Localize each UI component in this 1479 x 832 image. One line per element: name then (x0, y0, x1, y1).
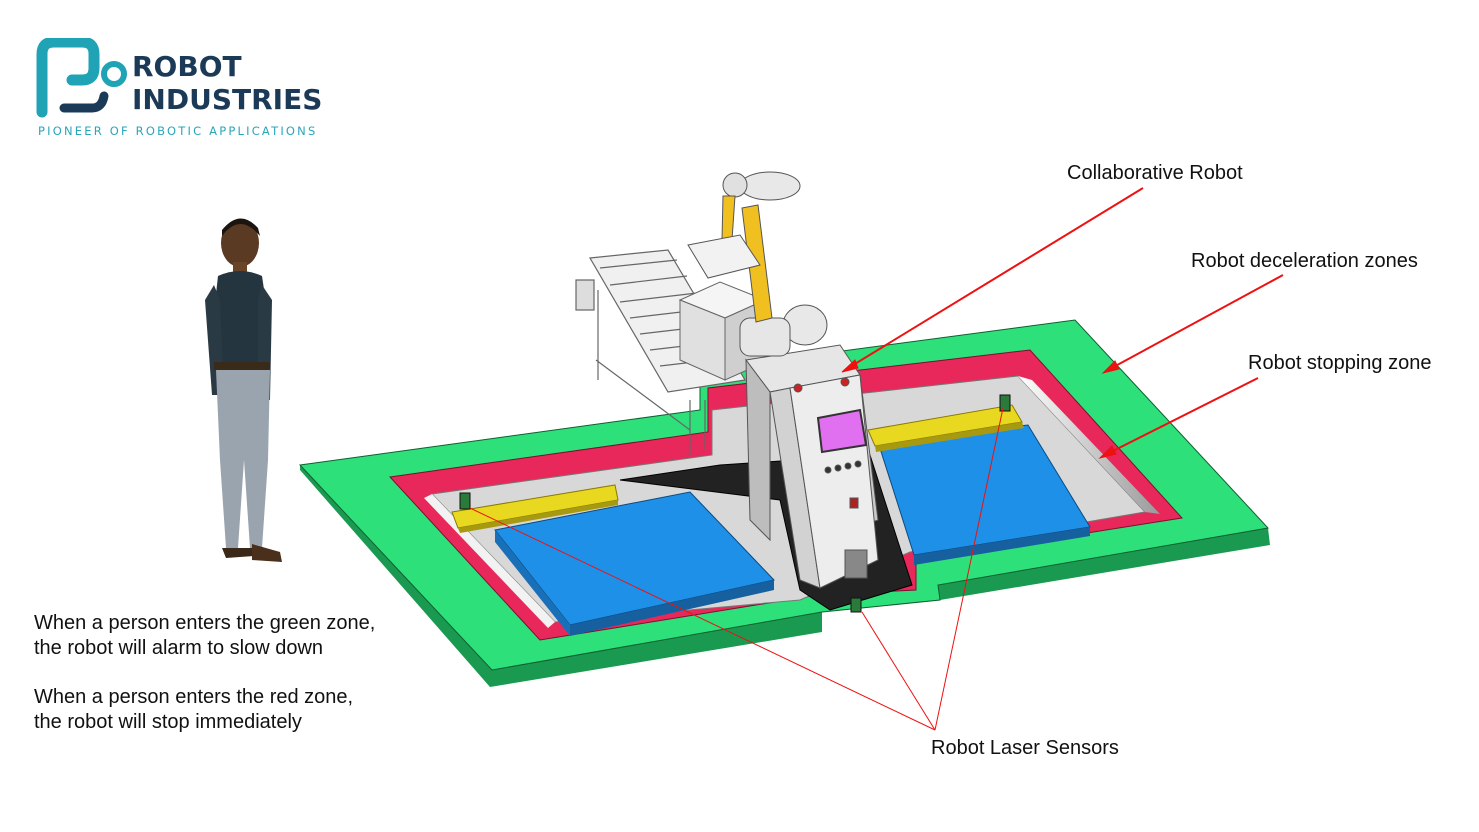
logo-line2: INDUSTRIES (132, 83, 323, 116)
laser-sensor-left (459, 492, 471, 510)
collaborative-robot-arm (687, 171, 828, 357)
label-deceleration-zones: Robot deceleration zones (1191, 250, 1418, 272)
logo-line1: ROBOT (132, 50, 242, 83)
person-figure (205, 218, 282, 562)
label-collaborative-robot: Collaborative Robot (1067, 162, 1243, 184)
note-red-zone: When a person enters the red zone, the r… (34, 685, 454, 735)
logo-mark-icon (36, 38, 127, 118)
pallet-left (494, 491, 775, 636)
note-red-line2: the robot will stop immediately (34, 711, 302, 733)
note-red-line1: When a person enters the red zone, (34, 686, 354, 708)
rail-left (451, 484, 619, 533)
company-logo: ROBOT INDUSTRIES PIONEER OF ROBOTIC APPL… (36, 38, 336, 142)
label-laser-sensors: Robot Laser Sensors (931, 737, 1119, 759)
rail-right (867, 404, 1024, 452)
callout-arrows (469, 187, 1284, 731)
pallet-right (877, 424, 1091, 565)
note-green-line2: the robot will alarm to slow down (34, 637, 324, 659)
controller-cabinet (745, 344, 879, 589)
logo-tagline: PIONEER OF ROBOTIC APPLICATIONS (38, 124, 318, 138)
label-stopping-zone: Robot stopping zone (1248, 352, 1432, 374)
laser-sensor-front (850, 597, 862, 613)
laser-sensor-right (999, 394, 1011, 412)
note-green-zone: When a person enters the green zone, the… (34, 611, 454, 661)
note-green-line1: When a person enters the green zone, (34, 612, 376, 634)
